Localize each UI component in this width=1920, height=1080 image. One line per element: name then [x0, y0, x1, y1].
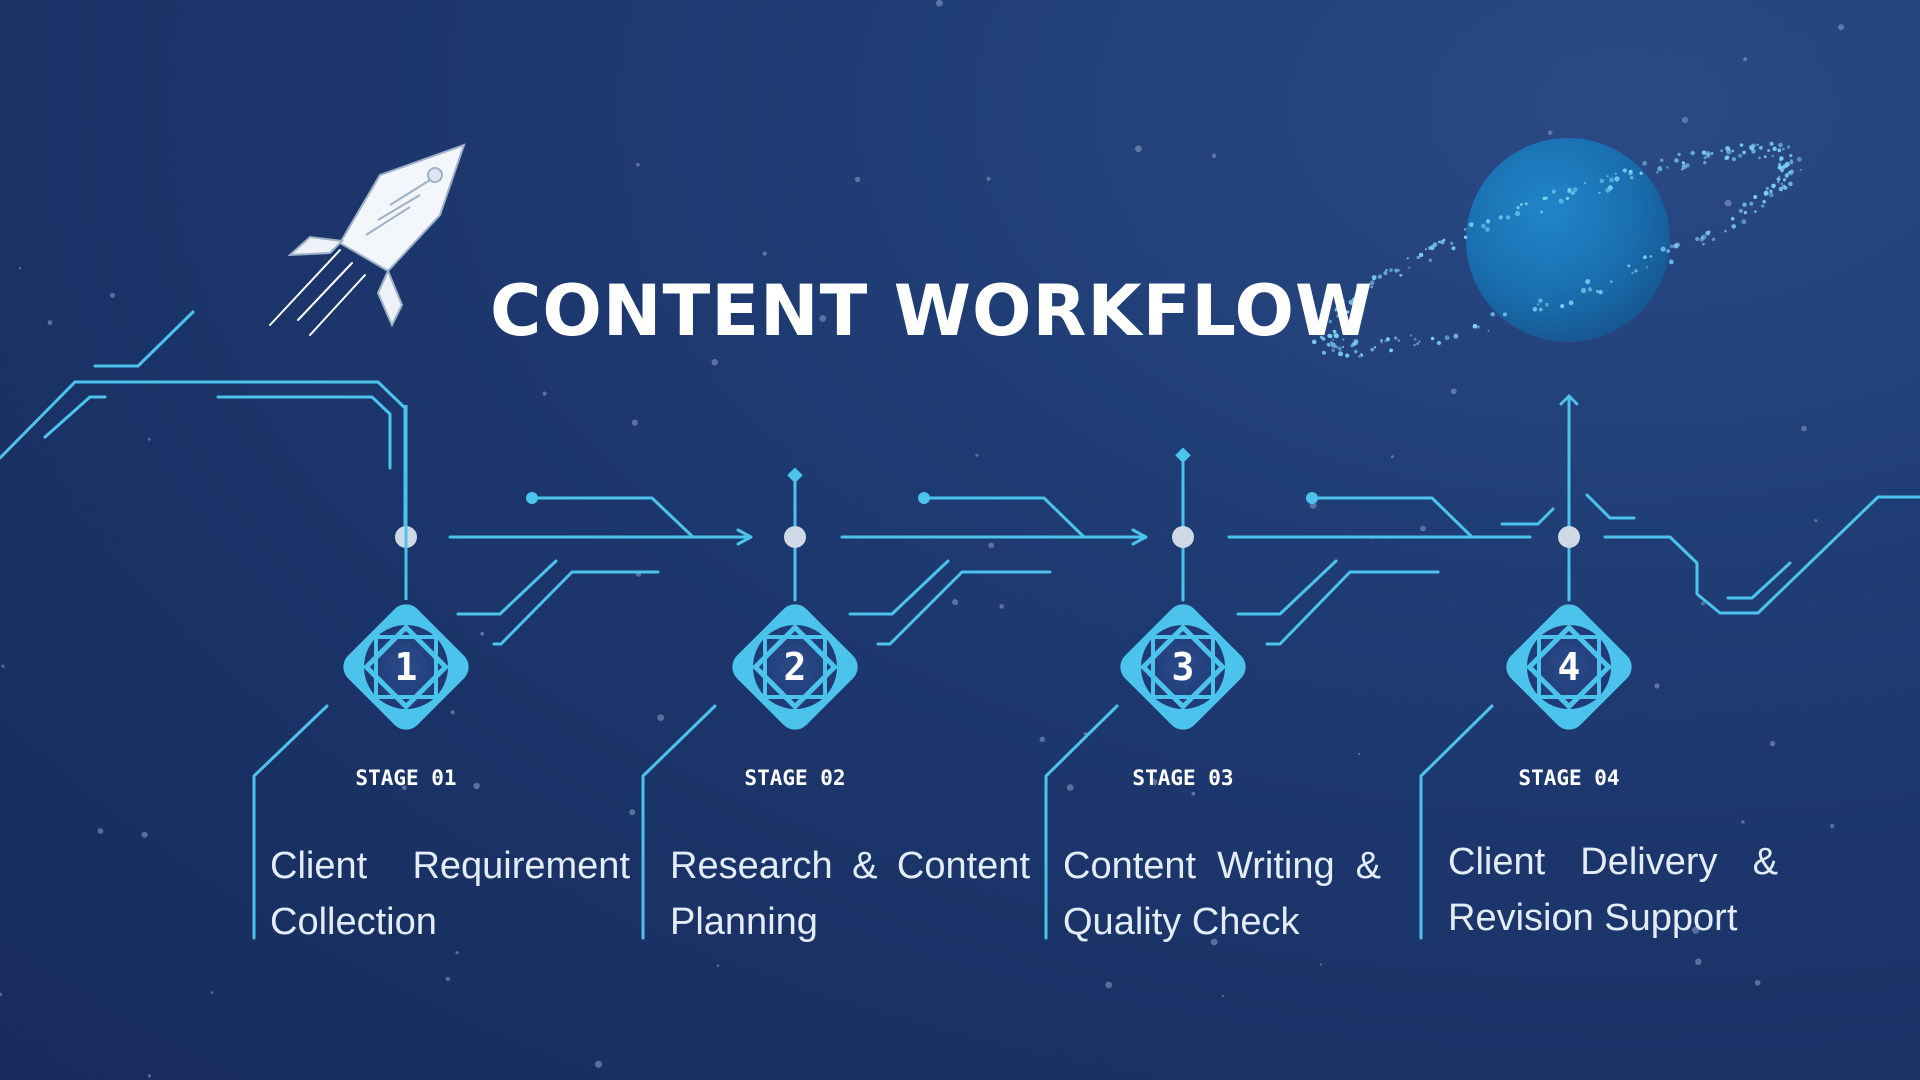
stage-number-2: 2	[784, 645, 807, 689]
page-title: CONTENT WORKFLOW	[490, 270, 1374, 352]
stage-description-2: Research & Content Planning	[670, 845, 1030, 943]
flow-nodes	[395, 526, 1580, 548]
ringed-planet-icon	[1311, 138, 1802, 358]
flow-node-4	[1558, 526, 1580, 548]
flow-node-3	[1172, 526, 1194, 548]
stage-label-3: STAGE 03	[1132, 766, 1234, 790]
circuit-lines	[0, 310, 1920, 940]
star-field	[0, 0, 1845, 1078]
stage-badges	[343, 604, 1632, 730]
stage-number-3: 3	[1172, 645, 1195, 689]
stage-number-1: 1	[395, 645, 418, 689]
stage-description-1: Client Requirement Collection	[270, 845, 630, 943]
stage-badge-4	[1506, 604, 1632, 730]
stage-label-4: STAGE 04	[1518, 766, 1620, 790]
stage-badge-1	[343, 604, 469, 730]
stage-badge-3	[1120, 604, 1246, 730]
flow-node-2	[784, 526, 806, 548]
rocket-icon	[269, 143, 466, 336]
connector-dots	[526, 447, 1318, 504]
stage-description-4: Client Delivery & Revision Support	[1448, 841, 1778, 939]
stage-badge-2	[732, 604, 858, 730]
stage-label-1: STAGE 01	[355, 766, 457, 790]
stage-description-3: Content Writing & Quality Check	[1063, 845, 1381, 943]
stage-numbers: 1 2 3 4	[395, 645, 1581, 689]
stage-number-4: 4	[1558, 645, 1581, 689]
stage-label-2: STAGE 02	[744, 766, 846, 790]
